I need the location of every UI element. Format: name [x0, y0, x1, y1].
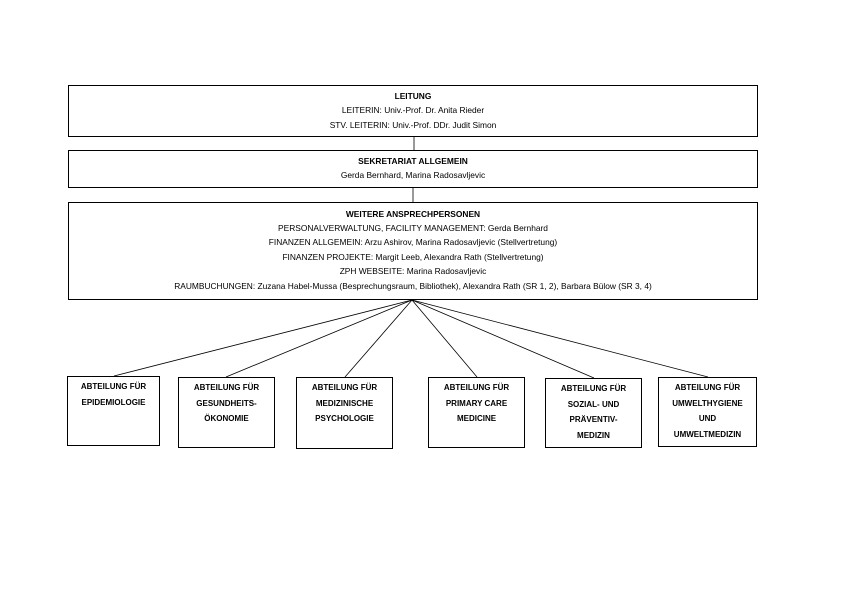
dept-label-line: MEDICINE	[456, 414, 497, 423]
weitere-finanzen-projekte: FINANZEN PROJEKTE: Margit Leeb, Alexandr…	[282, 251, 544, 262]
weitere-title: WEITERE ANSPRECHPERSONEN	[345, 209, 481, 219]
weitere-finanzen-allgemein: FINANZEN ALLGEMEIN: Arzu Ashirov, Marina…	[268, 237, 558, 248]
connector-to-primary-care	[411, 299, 478, 378]
sekretariat-box: SEKRETARIAT ALLGEMEIN Gerda Bernhard, Ma…	[68, 150, 758, 188]
dept-label-line: ABTEILUNG FÜR	[193, 383, 260, 392]
dept-label-line: ABTEILUNG FÜR	[560, 384, 627, 393]
leitung-leiterin: LEITERIN: Univ.-Prof. Dr. Anita Rieder	[341, 105, 485, 115]
dept-label-line: MEDIZINISCHE	[315, 398, 374, 408]
dept-label-line: GESUNDHEITS-	[196, 398, 257, 408]
dept-label-line: ABTEILUNG FÜR	[80, 382, 147, 391]
connector-to-gesundheitsoekonomie	[225, 299, 413, 378]
leitung-stv-leiterin: STV. LEITERIN: Univ.-Prof. DDr. Judit Si…	[329, 119, 497, 130]
dept-label-line: MEDIZIN	[577, 430, 610, 440]
dept-medizinische-psychologie-box: ABTEILUNG FÜR MEDIZINISCHE PSYCHOLOGIE	[296, 377, 393, 449]
dept-label-line: EPIDEMIOLOGIE	[81, 397, 146, 407]
dept-primary-care-box: ABTEILUNG FÜR PRIMARY CARE MEDICINE	[428, 377, 525, 448]
dept-label-line: UMWELTMEDIZIN	[673, 429, 742, 439]
dept-label-line: PRÄVENTIV-	[569, 415, 618, 424]
dept-label-line: ABTEILUNG FÜR	[674, 383, 741, 392]
dept-umweltmedizin-box: ABTEILUNG FÜR UMWELTHYGIENE UND UMWELTME…	[658, 377, 757, 447]
dept-label-line: ÖKONOMIE	[204, 414, 249, 423]
dept-label-line: UMWELTHYGIENE	[672, 398, 743, 408]
dept-label-line: ABTEILUNG FÜR	[311, 383, 378, 392]
dept-label-line: SOZIAL- UND	[567, 399, 620, 409]
weitere-personalverwaltung: PERSONALVERWALTUNG, FACILITY MANAGEMENT:…	[278, 223, 548, 233]
leitung-box: LEITUNG LEITERIN: Univ.-Prof. Dr. Anita …	[68, 85, 758, 137]
weitere-zph-webseite: ZPH WEBSEITE: Marina Radosavljevic	[339, 266, 487, 277]
dept-epidemiologie-box: ABTEILUNG FÜR EPIDEMIOLOGIE	[67, 376, 160, 446]
connector-to-sozialmedizin	[411, 299, 595, 379]
sekretariat-names: Gerda Bernhard, Marina Radosavljevic	[340, 170, 486, 180]
leitung-title: LEITUNG	[394, 91, 432, 101]
dept-label-line: PRIMARY CARE	[445, 398, 508, 408]
dept-gesundheitsoekonomie-box: ABTEILUNG FÜR GESUNDHEITS- ÖKONOMIE	[178, 377, 275, 448]
connector-to-medizinische-psychologie	[344, 299, 413, 378]
dept-label-line: ABTEILUNG FÜR	[443, 383, 510, 392]
weitere-ansprechpersonen-box: WEITERE ANSPRECHPERSONEN PERSONALVERWALT…	[68, 202, 758, 300]
connector-to-umweltmedizin	[411, 299, 709, 378]
dept-label-line: UND	[698, 414, 717, 423]
sekretariat-title: SEKRETARIAT ALLGEMEIN	[358, 156, 468, 166]
connector-to-epidemiologie	[113, 299, 413, 377]
dept-label-line: PSYCHOLOGIE	[315, 414, 374, 423]
weitere-raumbuchungen: RAUMBUCHUNGEN: Zuzana Habel-Mussa (Bespr…	[174, 280, 652, 291]
dept-sozialmedizin-box: ABTEILUNG FÜR SOZIAL- UND PRÄVENTIV- MED…	[545, 378, 642, 448]
